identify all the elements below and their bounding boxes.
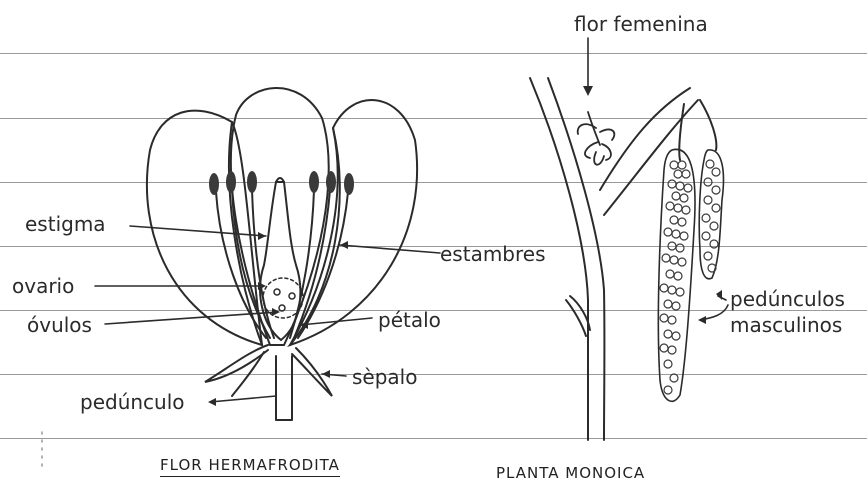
label-sepalo: sèpalo [352, 367, 417, 387]
label-petalo: pétalo [378, 310, 441, 330]
label-estambres: estambres [440, 244, 546, 264]
caption-flor-hermafrodita: FLOR HERMAFRODITA [160, 458, 340, 477]
label-ovulos: óvulos [27, 315, 92, 335]
peduncle [276, 356, 292, 420]
catkin-scales [660, 160, 720, 394]
caption-planta-monoica: PLANTA MONOICA [496, 466, 645, 481]
monoecious-plant [530, 38, 716, 440]
pistil [260, 182, 300, 340]
label-estigma: estigma [25, 214, 106, 234]
label-ovario: ovario [12, 276, 74, 296]
label-pedunculos: pedúnculos [730, 289, 845, 309]
label-peduncolo: pedúnculo [80, 392, 185, 412]
female-flower [578, 112, 615, 165]
label-masculinos: masculinos [730, 315, 842, 335]
leader-lines-right [700, 296, 728, 320]
label-flor-femenina: flor femenina [574, 14, 708, 34]
sepal-left [205, 345, 268, 382]
